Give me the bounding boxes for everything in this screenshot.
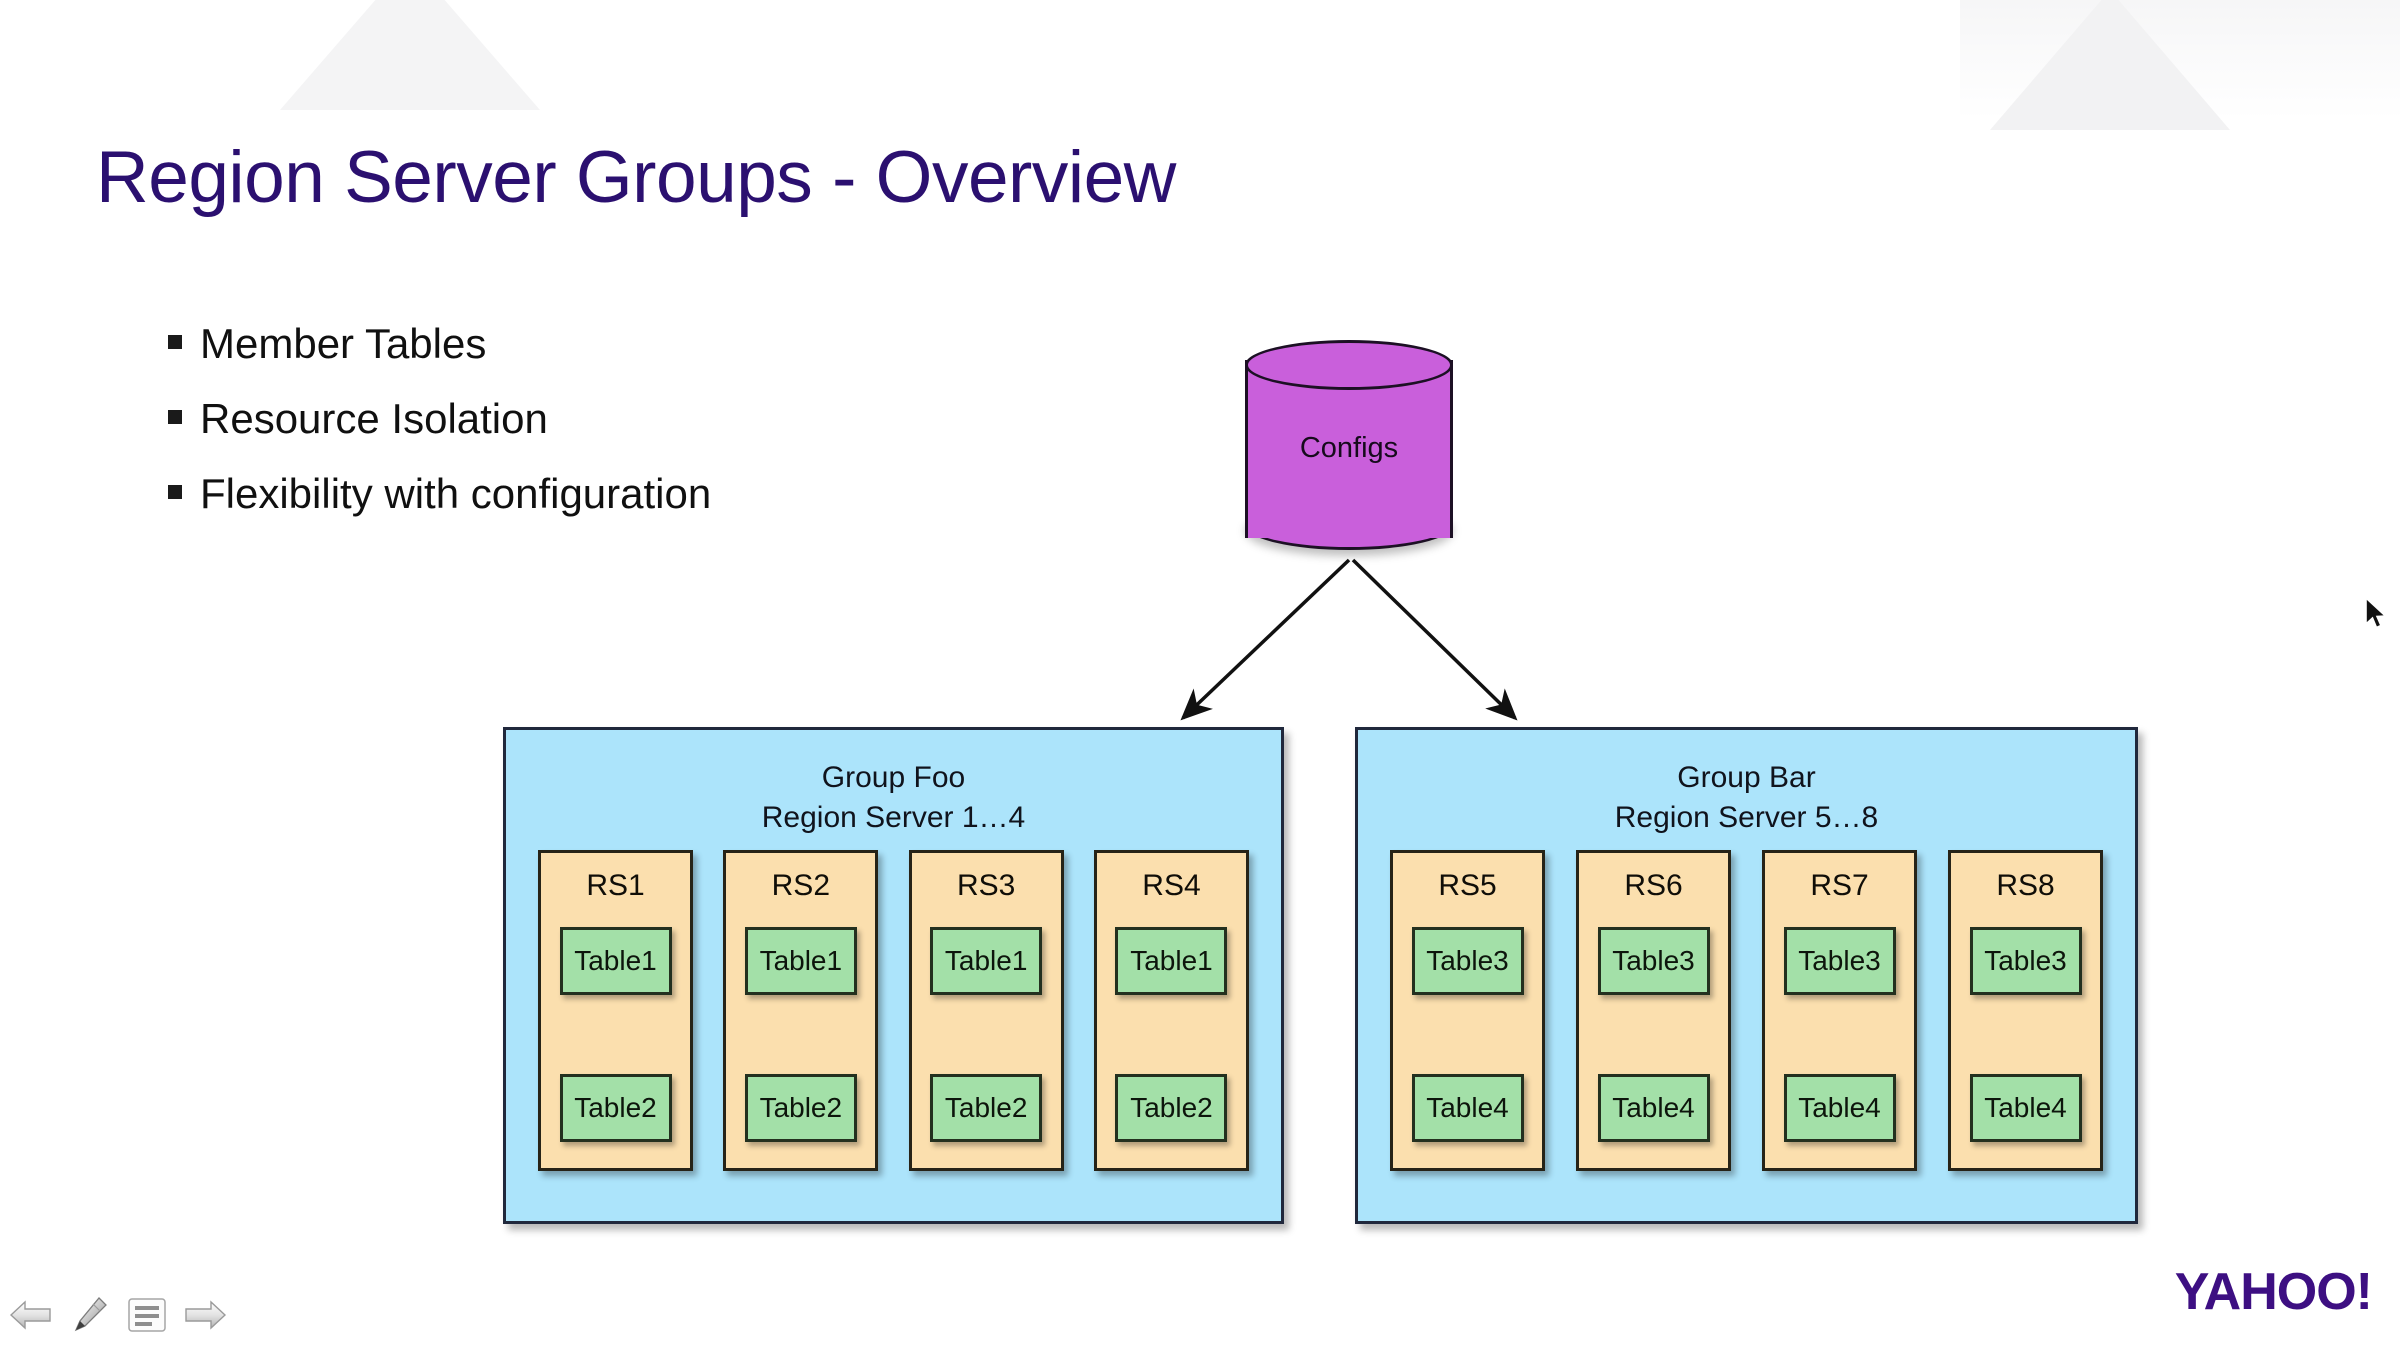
region-server-card[interactable]: RS6 Table3 Table4 xyxy=(1576,850,1731,1171)
left-arrow-icon xyxy=(9,1300,51,1330)
group-title-bar: Group Bar Region Server 5…8 xyxy=(1358,758,2135,837)
list-item: Flexibility with configuration xyxy=(168,470,948,545)
group-name: Group Bar xyxy=(1677,761,1816,794)
bullet-text: Flexibility with configuration xyxy=(200,470,712,517)
bullet-square-icon xyxy=(168,335,182,349)
next-slide-button[interactable] xyxy=(182,1292,228,1338)
bullet-list: Member Tables Resource Isolation Flexibi… xyxy=(168,320,948,545)
group-subtitle: Region Server 1…4 xyxy=(761,800,1026,834)
table-box[interactable]: Table4 xyxy=(1411,1074,1524,1142)
table-box[interactable]: Table4 xyxy=(1783,1074,1896,1142)
region-server-card[interactable]: RS3 Table1 Table2 xyxy=(908,850,1064,1171)
cylinder-top-ellipse xyxy=(1245,340,1453,390)
region-server-card[interactable]: RS4 Table1 Table2 xyxy=(1093,850,1249,1171)
group-subtitle: Region Server 5…8 xyxy=(1614,800,1879,834)
region-server-card[interactable]: RS1 Table1 Table2 xyxy=(538,850,693,1171)
region-server-card[interactable]: RS7 Table3 Table4 xyxy=(1762,850,1917,1171)
previous-slide-button[interactable] xyxy=(8,1292,54,1338)
region-server-label: RS8 xyxy=(1996,869,2055,902)
bullet-text: Member Tables xyxy=(200,320,487,367)
region-server-label: RS7 xyxy=(1810,869,1869,902)
bullet-text: Resource Isolation xyxy=(200,395,548,442)
region-server-label: RS6 xyxy=(1624,869,1683,902)
presentation-toolbar xyxy=(8,1292,228,1338)
table-box[interactable]: Table3 xyxy=(1411,927,1524,995)
region-server-row: RS5 Table3 Table4 RS6 Table3 Table4 RS7 … xyxy=(1390,850,2103,1171)
table-box[interactable]: Table1 xyxy=(930,927,1043,995)
arrow-to-group-foo xyxy=(1180,558,1351,721)
table-box[interactable]: Table3 xyxy=(1783,927,1896,995)
table-box[interactable]: Table3 xyxy=(1597,927,1710,995)
background-triangle-right xyxy=(1990,0,2230,130)
cylinder-body-mask xyxy=(1248,490,1450,512)
table-box[interactable]: Table4 xyxy=(1597,1074,1710,1142)
bullet-square-icon xyxy=(168,410,182,424)
table-box[interactable]: Table2 xyxy=(1115,1074,1228,1142)
group-panel-foo[interactable]: Group Foo Region Server 1…4 RS1 Table1 T… xyxy=(503,727,1284,1224)
menu-icon xyxy=(128,1298,166,1332)
region-server-row: RS1 Table1 Table2 RS2 Table1 Table2 RS3 … xyxy=(538,850,1249,1171)
list-item: Member Tables xyxy=(168,320,948,395)
group-panel-bar[interactable]: Group Bar Region Server 5…8 RS5 Table3 T… xyxy=(1355,727,2138,1224)
page-title: Region Server Groups - Overview xyxy=(96,137,1176,218)
config-store-label: Configs xyxy=(1299,432,1399,464)
table-box[interactable]: Table2 xyxy=(744,1074,857,1142)
config-store-cylinder: Configs xyxy=(1245,340,1457,556)
region-server-label: RS4 xyxy=(1142,869,1201,902)
pen-tool-button[interactable] xyxy=(66,1292,112,1338)
table-box[interactable]: Table1 xyxy=(1115,927,1228,995)
mouse-cursor xyxy=(2365,596,2388,629)
table-box[interactable]: Table2 xyxy=(930,1074,1043,1142)
region-server-card[interactable]: RS5 Table3 Table4 xyxy=(1390,850,1545,1171)
arrow-to-group-bar xyxy=(1351,558,1518,721)
table-box[interactable]: Table1 xyxy=(559,927,672,995)
region-server-label: RS1 xyxy=(586,869,645,902)
right-arrow-icon xyxy=(185,1300,227,1330)
group-name: Group Foo xyxy=(821,761,966,794)
region-server-card[interactable]: RS8 Table3 Table4 xyxy=(1948,850,2103,1171)
background-triangle-left xyxy=(280,0,540,110)
group-title-foo: Group Foo Region Server 1…4 xyxy=(506,758,1281,837)
region-server-label: RS2 xyxy=(771,869,830,902)
pen-icon xyxy=(74,1297,107,1332)
region-server-label: RS3 xyxy=(956,869,1016,902)
table-box[interactable]: Table4 xyxy=(1969,1074,2082,1142)
list-item: Resource Isolation xyxy=(168,395,948,470)
region-server-label: RS5 xyxy=(1438,869,1497,902)
table-box[interactable]: Table1 xyxy=(744,927,857,995)
slide-menu-button[interactable] xyxy=(124,1292,170,1338)
yahoo-brand-logo: YAHOO! xyxy=(2174,1263,2373,1321)
table-box[interactable]: Table3 xyxy=(1969,927,2082,995)
table-box[interactable]: Table2 xyxy=(559,1074,672,1142)
background-watermark-band xyxy=(1960,0,2400,120)
bullet-square-icon xyxy=(168,485,182,499)
region-server-card[interactable]: RS2 Table1 Table2 xyxy=(723,850,879,1171)
